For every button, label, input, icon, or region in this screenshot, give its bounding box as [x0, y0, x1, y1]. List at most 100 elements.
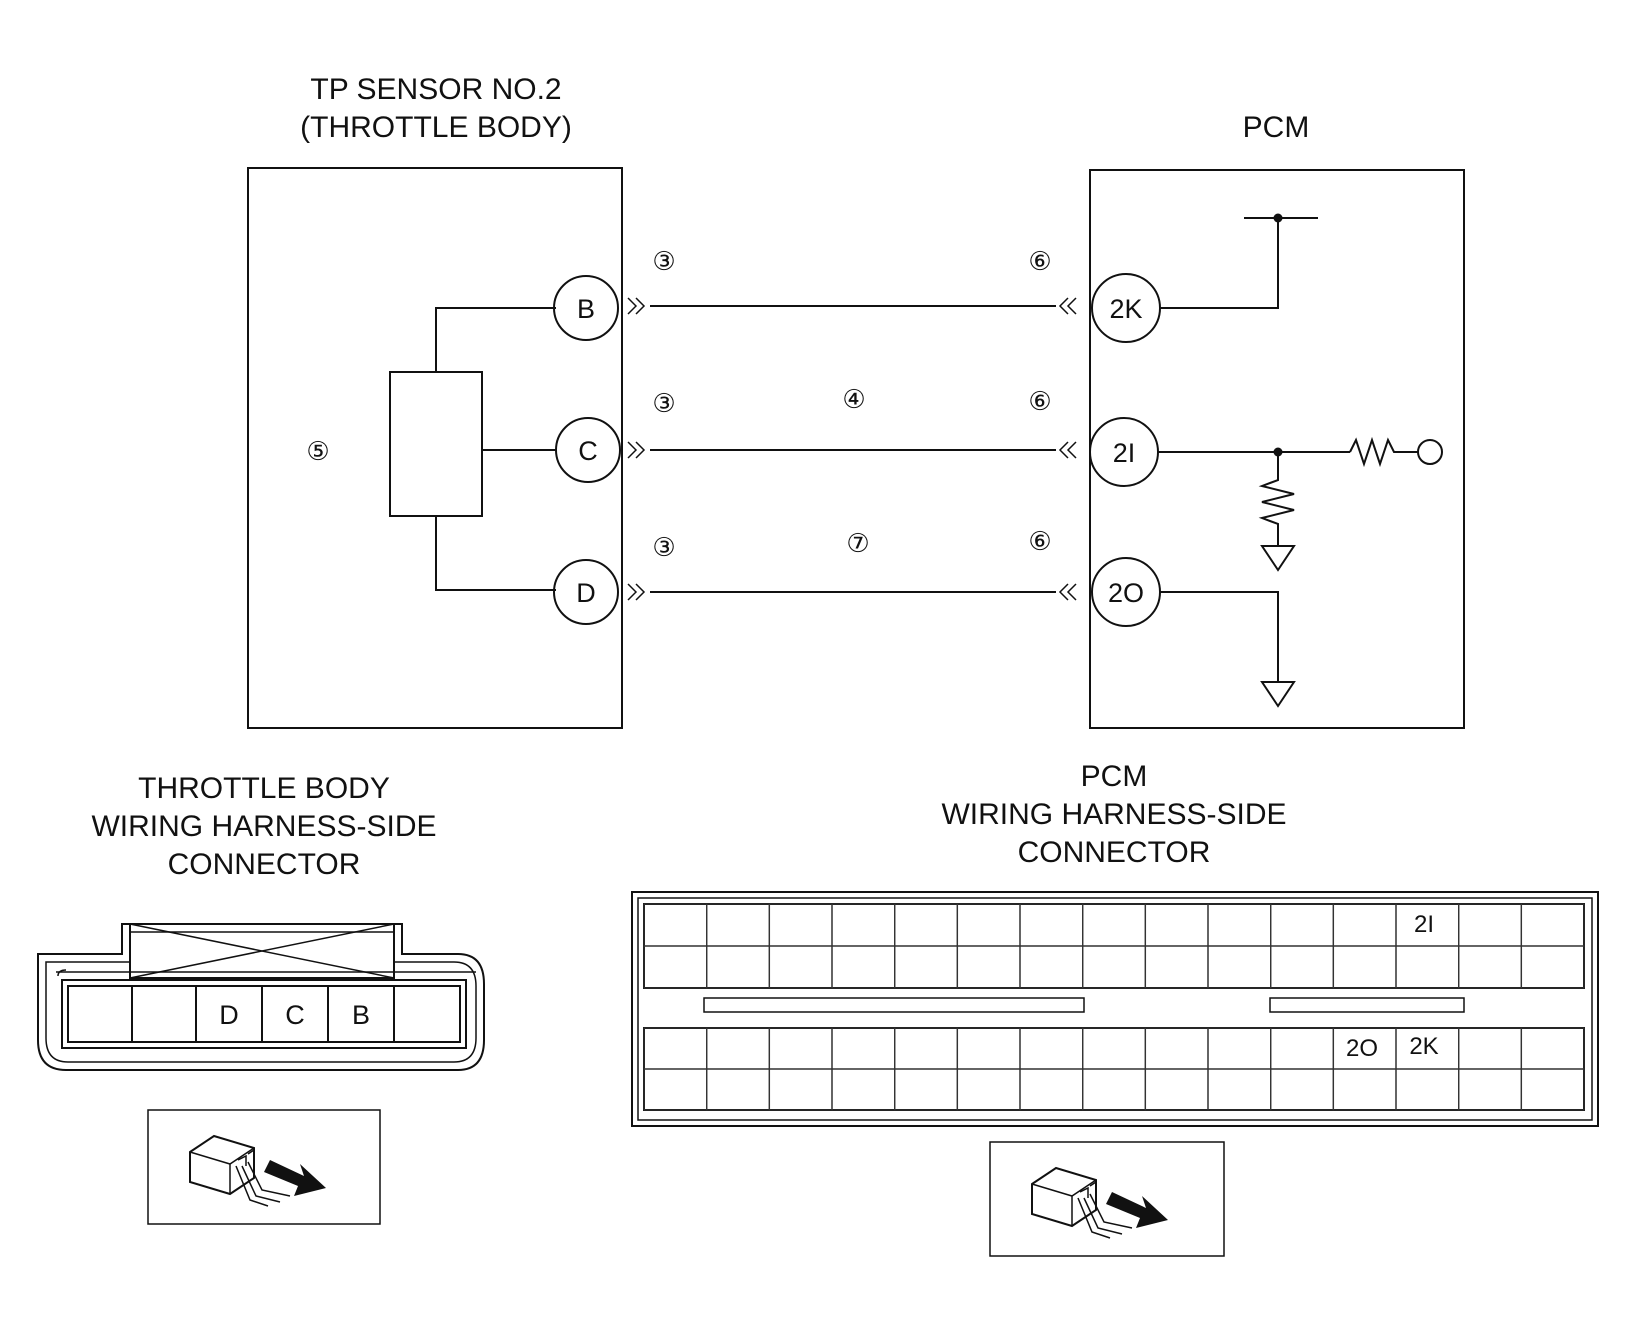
tb-cell-b-label: B — [352, 1000, 370, 1030]
pcm-pin-2o-label: 2O — [1108, 578, 1144, 608]
pcm-cavity-r2-c12 — [1332, 945, 1397, 989]
pcm-cavity-r1-c14 — [1458, 903, 1523, 947]
tb-connector — [37, 923, 485, 1071]
sensor-pin-b: B — [553, 275, 619, 341]
pcm-cavity-r4-c12 — [1332, 1068, 1397, 1111]
callout-wire-d: ⑦ — [846, 528, 869, 558]
pcm-pin-2k: 2K — [1091, 273, 1161, 343]
pcm-cavity-r2-c10 — [1207, 945, 1272, 989]
pcm-cavity-r2-c6 — [956, 945, 1021, 989]
pcm-cavity-r2-c3 — [768, 945, 833, 989]
tb-connector-cells: D C B — [67, 985, 461, 1043]
tb-cell-6 — [393, 985, 461, 1043]
pcm-pin-2k-label: 2K — [1109, 294, 1142, 324]
pcm-cavity-r2-c4 — [831, 945, 896, 989]
pcm-cavity-r3-c9 — [1144, 1027, 1209, 1070]
pcm-cavity-r1-c1 — [643, 903, 708, 947]
pcm-cavity-r4-c14 — [1458, 1068, 1523, 1111]
pcm-cavity-r2-c14 — [1458, 945, 1523, 989]
pcm-cavity-r1-c5 — [894, 903, 959, 947]
pcm-pin-2o: 2O — [1091, 557, 1161, 627]
pcm-terminal-circle — [1417, 439, 1443, 465]
pcm-cell-2o-label: 2O — [1346, 1035, 1378, 1062]
view-arrow-icon — [1106, 1192, 1168, 1228]
pcm-cavity-r4-c1 — [643, 1068, 708, 1111]
pcm-cavity-r4-c13 — [1395, 1068, 1460, 1111]
pcm-cavity-r2-c2 — [706, 945, 771, 989]
tb-cell-d-label: D — [219, 1000, 239, 1030]
pcm-cavity-r1-c10 — [1207, 903, 1272, 947]
pcm-cavity-r4-c5 — [894, 1068, 959, 1111]
harness-wire-d — [627, 583, 1077, 601]
pcm-pin-2i-label: 2I — [1113, 438, 1136, 468]
tb-cell-c-label: C — [285, 1000, 305, 1030]
pcm-cavity-r2-c1 — [643, 945, 708, 989]
pcm-cavity-r4-c15 — [1520, 1068, 1585, 1111]
pcm-cavity-r4-c7 — [1019, 1068, 1084, 1111]
pcm-wire-2k — [1160, 218, 1279, 309]
pcm-cavity-r4-c6 — [956, 1068, 1021, 1111]
callout-pcm-c: ⑥ — [1028, 386, 1051, 416]
pcm-cavity-r1-c4 — [831, 903, 896, 947]
pcm-ground-mid — [1260, 545, 1296, 572]
pcm-cavity-r4-c10 — [1207, 1068, 1272, 1111]
pcm-cavity-r3-c6 — [956, 1027, 1021, 1070]
pcm-connector-title-line3: CONNECTOR — [1018, 836, 1211, 869]
pcm-resistor-horizontal — [1349, 436, 1418, 468]
pcm-cavity-r3-c3 — [768, 1027, 833, 1070]
harness-wire-c — [627, 441, 1077, 459]
pcm-cavity-r2-c11 — [1270, 945, 1335, 989]
pcm-cavity-r3-c7 — [1019, 1027, 1084, 1070]
tb-connector-title-line1: THROTTLE BODY — [138, 772, 390, 805]
wire-internal-b — [435, 307, 556, 372]
sensor-title-line1: TP SENSOR NO.2 — [310, 73, 561, 106]
pcm-cavity-r4-c9 — [1144, 1068, 1209, 1111]
pcm-ground-bottom — [1260, 681, 1296, 708]
pcm-cavity-r1-c6 — [956, 903, 1021, 947]
pcm-cavity-r4-c11 — [1270, 1068, 1335, 1111]
pcm-title: PCM — [1243, 111, 1310, 144]
pcm-cavity-r3-c15 — [1520, 1027, 1585, 1070]
sensor-pin-b-label: B — [577, 294, 595, 324]
pcm-cavity-r1-c2 — [706, 903, 771, 947]
callout-harness-b: ③ — [652, 246, 675, 276]
pcm-view-direction-inset — [989, 1141, 1225, 1257]
pcm-cavity-r2-c9 — [1144, 945, 1209, 989]
pcm-pin-2i: 2I — [1089, 417, 1159, 487]
pcm-cavity-r2-c7 — [1019, 945, 1084, 989]
pcm-cavity-r3-c4 — [831, 1027, 896, 1070]
pcm-cavity-r2-c5 — [894, 945, 959, 989]
pcm-cavity-r3-c11 — [1270, 1027, 1335, 1070]
pcm-cavity-r3-c14 — [1458, 1027, 1523, 1070]
pcm-cavity-r4-c8 — [1082, 1068, 1147, 1111]
pcm-cavity-r3-c1 — [643, 1027, 708, 1070]
wire-internal-d — [435, 516, 556, 591]
callout-wire-c: ④ — [842, 384, 865, 414]
pcm-cavity-r4-c4 — [831, 1068, 896, 1111]
pcm-connector-grid — [643, 903, 1585, 1111]
sensor-pin-d: D — [553, 559, 619, 625]
pcm-cavity-r1-c8 — [1082, 903, 1147, 947]
pcm-cavity-r1-c11 — [1270, 903, 1335, 947]
pcm-junction-top — [1273, 213, 1283, 223]
pcm-connector — [631, 891, 1599, 1127]
pcm-connector-title-line2: WIRING HARNESS-SIDE — [941, 798, 1286, 831]
pcm-cell-2i-label: 2I — [1414, 911, 1434, 938]
pcm-cell-2k-label: 2K — [1409, 1033, 1438, 1060]
pcm-cavity-r1-c15 — [1520, 903, 1585, 947]
pcm-cavity-r3-c10 — [1207, 1027, 1272, 1070]
pcm-cavity-r1-c3 — [768, 903, 833, 947]
sensor-pin-c: C — [555, 417, 621, 483]
sensor-pin-c-label: C — [578, 436, 598, 466]
pcm-cavity-r3-c5 — [894, 1027, 959, 1070]
pcm-cavity-r1-c12 — [1332, 903, 1397, 947]
pcm-cavity-r2-c15 — [1520, 945, 1585, 989]
pcm-resistor-vertical — [1258, 452, 1295, 546]
tb-connector-title-line3: CONNECTOR — [168, 848, 361, 881]
harness-wire-b — [627, 297, 1077, 315]
callout-pcm-b: ⑥ — [1028, 246, 1051, 276]
pcm-cavity-r3-c8 — [1082, 1027, 1147, 1070]
callout-sensor: ⑤ — [306, 436, 329, 466]
pcm-cavity-r2-c13 — [1395, 945, 1460, 989]
tb-cell-2 — [131, 985, 197, 1043]
